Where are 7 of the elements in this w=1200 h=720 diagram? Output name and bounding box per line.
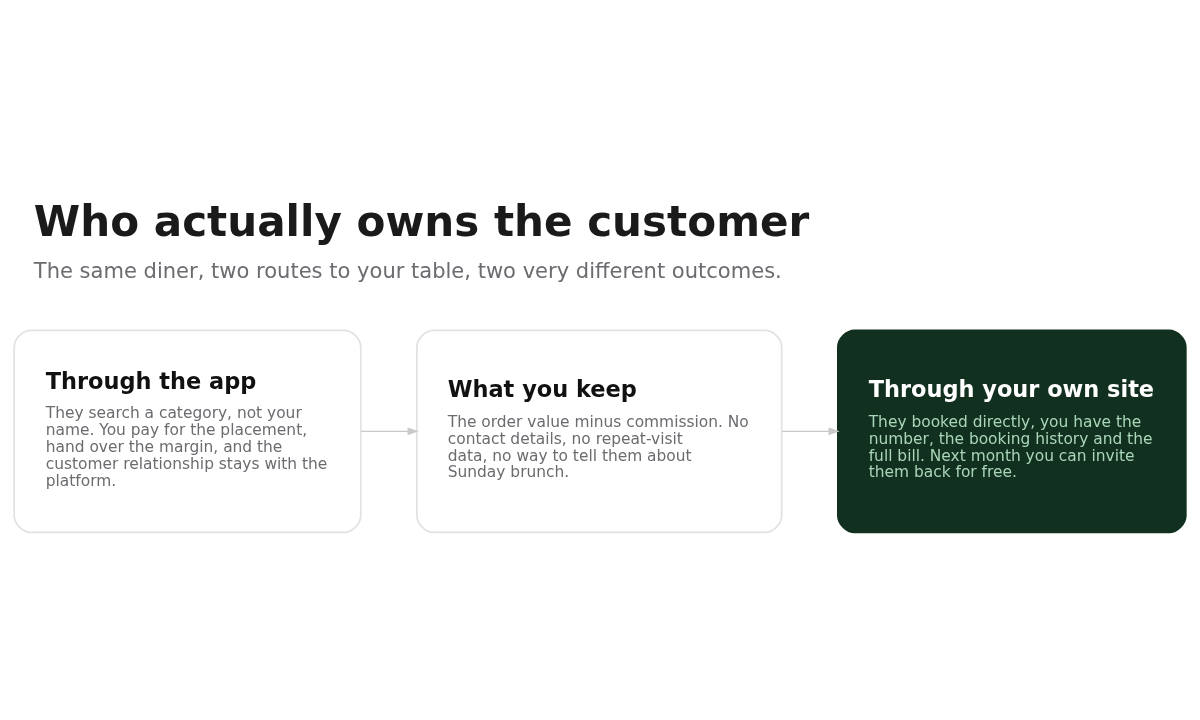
arrow bbox=[781, 426, 840, 435]
caption: The same diner, two routes to your table, two very different outcomes. bbox=[33, 257, 782, 283]
node-box: Through your own site They booked directly, you have the number, the booking history and the full bill. Next month you can invite them back for free. bbox=[837, 329, 1187, 533]
node-box: Through the app They search a category, not your name. You pay for the placement, hand over the margin, and the customer relationship stays with the platform. bbox=[13, 329, 362, 533]
arrow bbox=[360, 426, 419, 435]
node-box: What you keep The order value minus commission. No contact details, no repeat-visit data, no way to tell them about Sunday brunch. bbox=[416, 329, 783, 533]
diagram-title: Who actually owns the customer bbox=[33, 196, 810, 246]
